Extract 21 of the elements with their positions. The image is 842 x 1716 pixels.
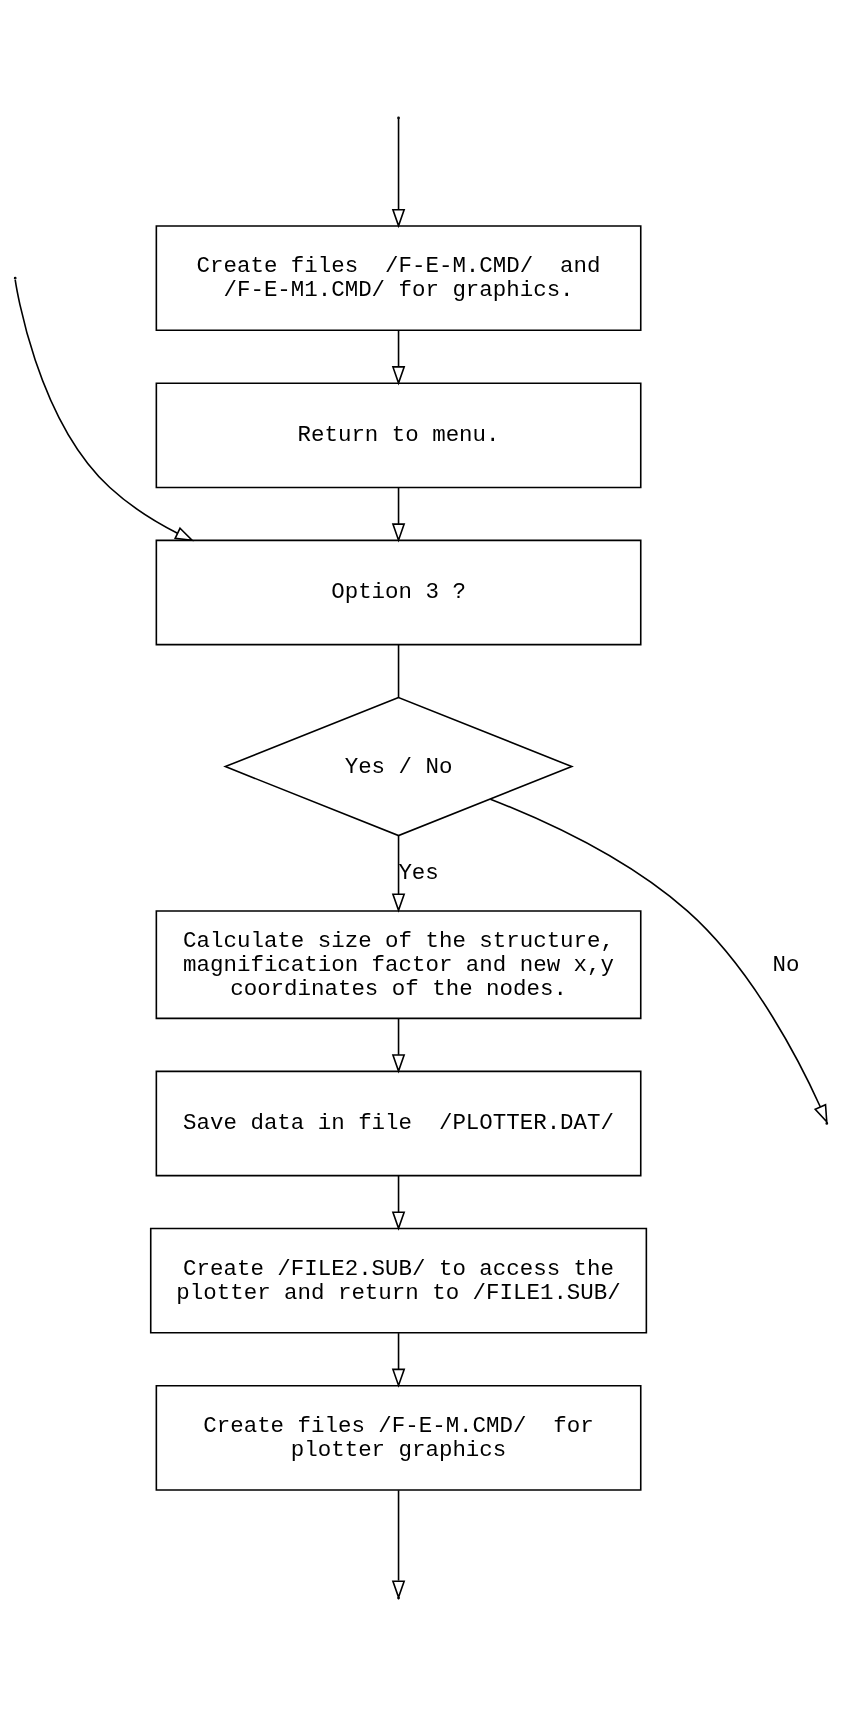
arrow (391, 1332, 406, 1388)
arrow (391, 329, 406, 386)
node-box: Save data in file /PLOTTER.DAT/ (155, 1070, 642, 1177)
connector (397, 644, 400, 699)
arrow (391, 835, 406, 913)
arrow (391, 117, 406, 229)
arrow (489, 798, 828, 1124)
node-box: Calculate size of the structure, magnification factor and new x,y coordinates of the nodes. (155, 910, 642, 1020)
arrow (14, 279, 195, 542)
node-diamond: Yes / No (223, 696, 574, 837)
edge-label: No (772, 951, 800, 978)
node-box: Option 3 ? (155, 539, 642, 646)
edge-label: Yes (398, 860, 439, 887)
arrow (391, 1017, 406, 1074)
node-box: Create /FILE2.SUB/ to access the plotter and return to /FILE1.SUB/ (149, 1227, 648, 1334)
node-box: Create files /F-E-M.CMD/ for plotter graphics (155, 1384, 642, 1491)
arrow (391, 1175, 406, 1231)
arrow (391, 487, 406, 543)
node-box: Return to menu. (155, 382, 642, 489)
node-box: Create files /F-E-M.CMD/ and /F-E-M1.CMD/ for graphics. (155, 225, 642, 332)
arrow (391, 1489, 406, 1600)
